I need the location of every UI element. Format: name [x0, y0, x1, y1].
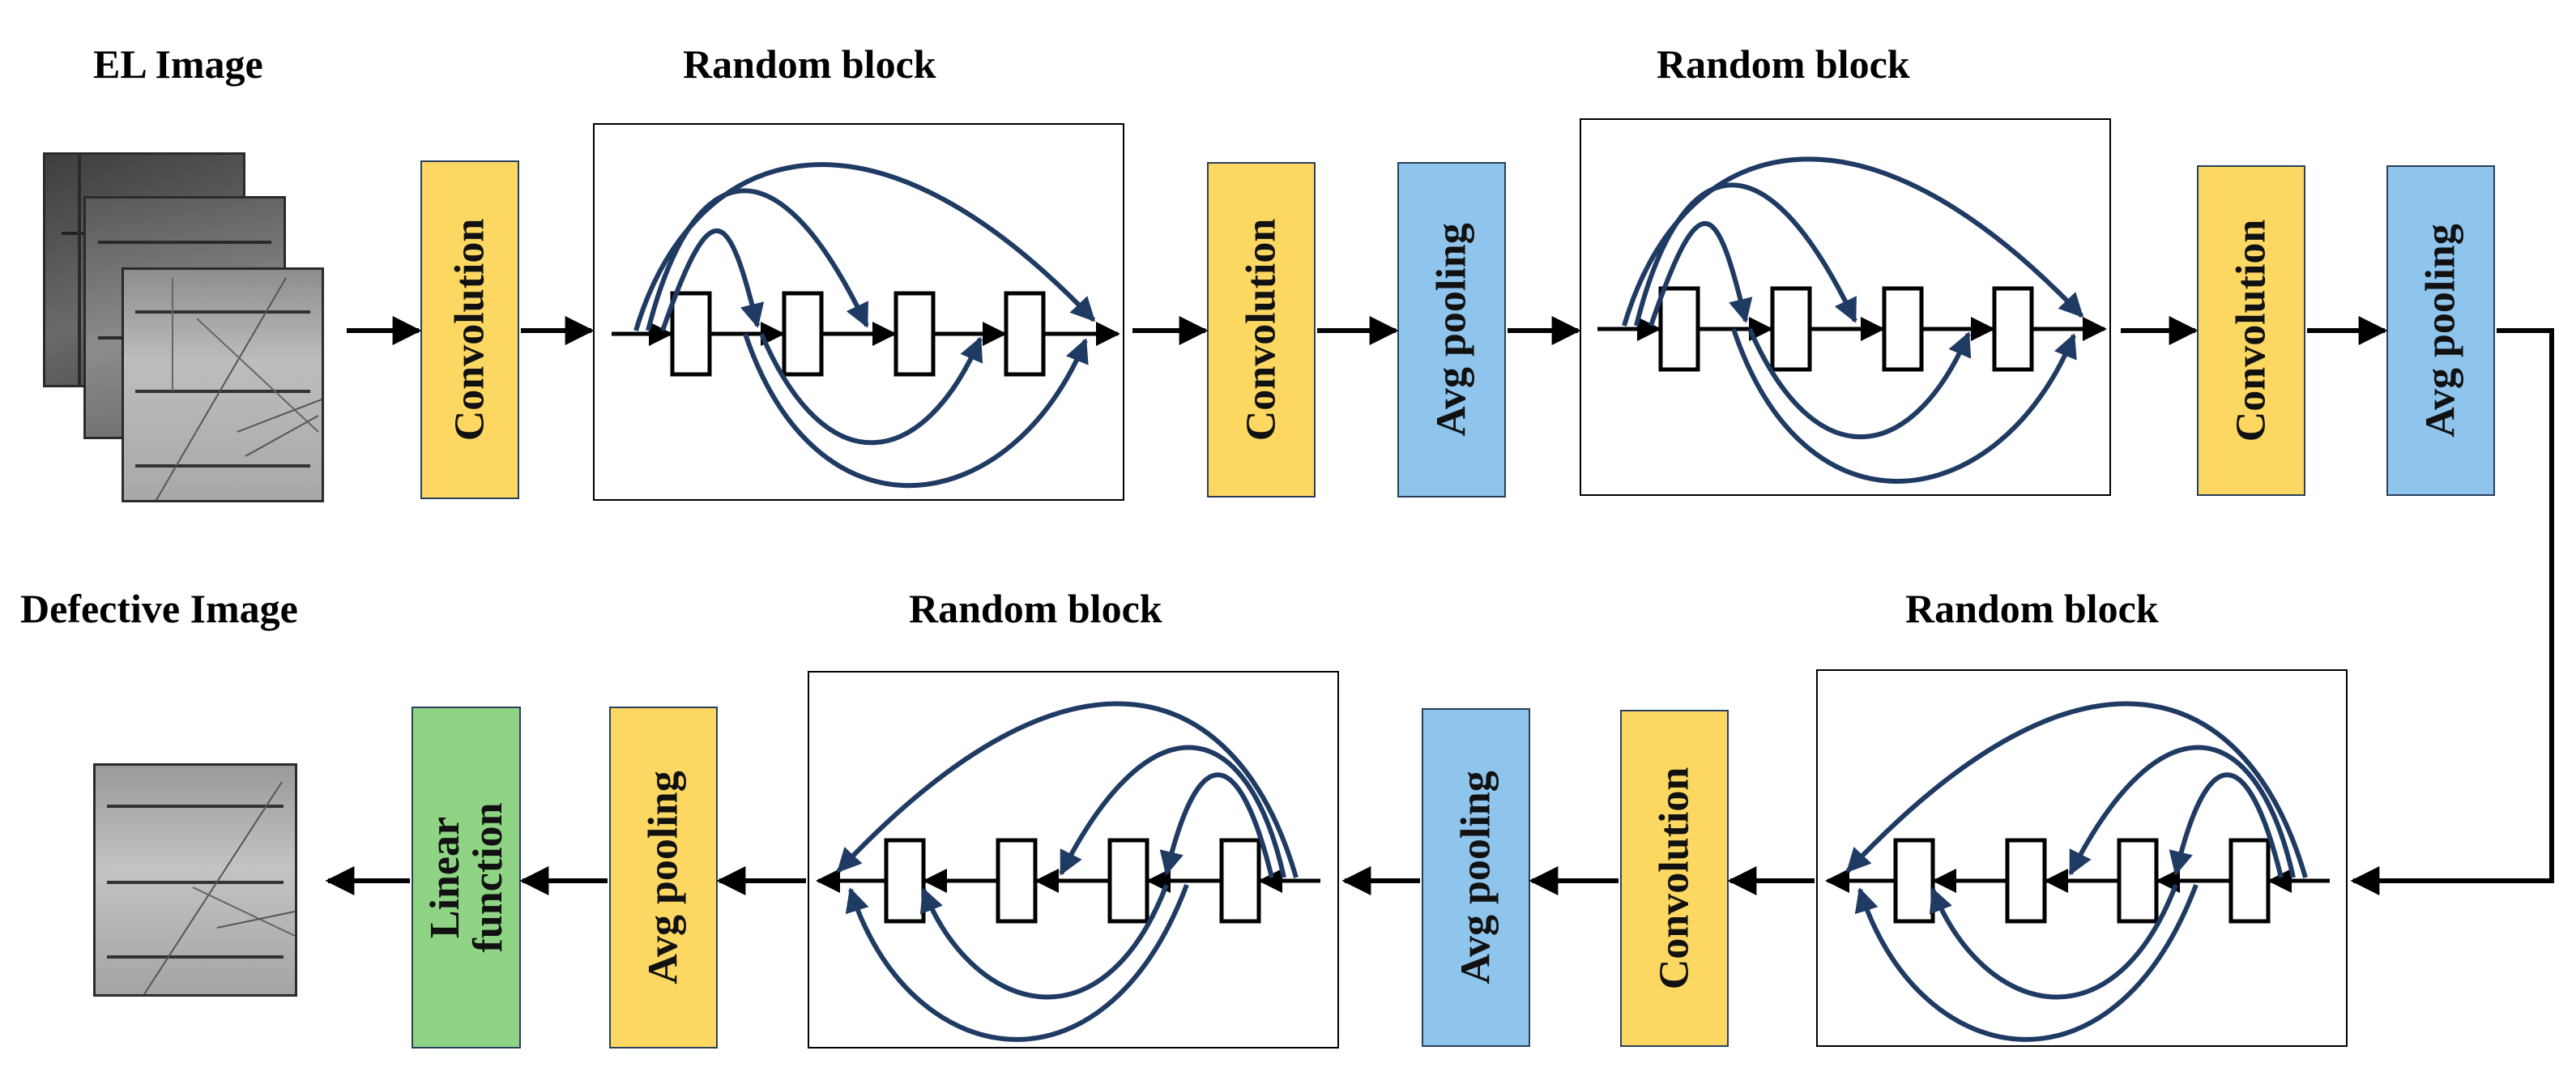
random-block-3-graph — [816, 701, 1320, 1042]
rb2-node-1 — [1658, 286, 1700, 372]
rb2-node-4 — [1992, 286, 2034, 372]
rb2-node-3 — [1882, 286, 1924, 372]
rb4-node-4 — [1893, 838, 1935, 924]
rb4-node-1 — [2228, 838, 2271, 924]
random-block-2-graph — [1597, 156, 2107, 484]
convolution-block-3: Convolution — [2197, 165, 2305, 496]
rb1-node-4 — [1004, 291, 1046, 377]
rb4-node-2 — [2117, 838, 2159, 924]
rb4-node-3 — [2005, 838, 2047, 924]
convolution-block-1: Convolution — [420, 160, 519, 499]
convolution-block-4: Convolution — [1620, 710, 1729, 1047]
avg-pooling-block-3: Avg pooling — [1422, 708, 1530, 1047]
avg-pooling-block-4: Avg pooling — [609, 707, 718, 1049]
defective-image — [93, 763, 297, 997]
el-image-front — [122, 267, 324, 502]
rb1-node-2 — [782, 291, 824, 377]
rb3-node-1 — [1219, 838, 1261, 924]
rb3-node-3 — [996, 838, 1038, 924]
rb1-node-3 — [893, 291, 936, 377]
random-block-label-2: Random block — [1657, 41, 1910, 87]
random-block-label-1: Random block — [683, 41, 936, 87]
random-block-label-4: Random block — [1905, 586, 2159, 631]
random-block-1-graph — [612, 162, 1120, 488]
random-block-label-3: Random block — [909, 586, 1162, 631]
linear-function-block: Linear function — [412, 707, 521, 1049]
input-image-label: EL Image — [93, 41, 263, 87]
rb2-node-2 — [1770, 286, 1812, 372]
rb3-node-4 — [884, 838, 926, 924]
rb1-node-1 — [670, 291, 712, 377]
convolution-block-2: Convolution — [1207, 162, 1316, 498]
random-block-4-graph — [1825, 701, 2330, 1042]
output-image-label: Defective Image — [20, 586, 298, 631]
connector-row1-to-row2 — [2350, 328, 2554, 895]
rb3-node-2 — [1107, 838, 1149, 924]
